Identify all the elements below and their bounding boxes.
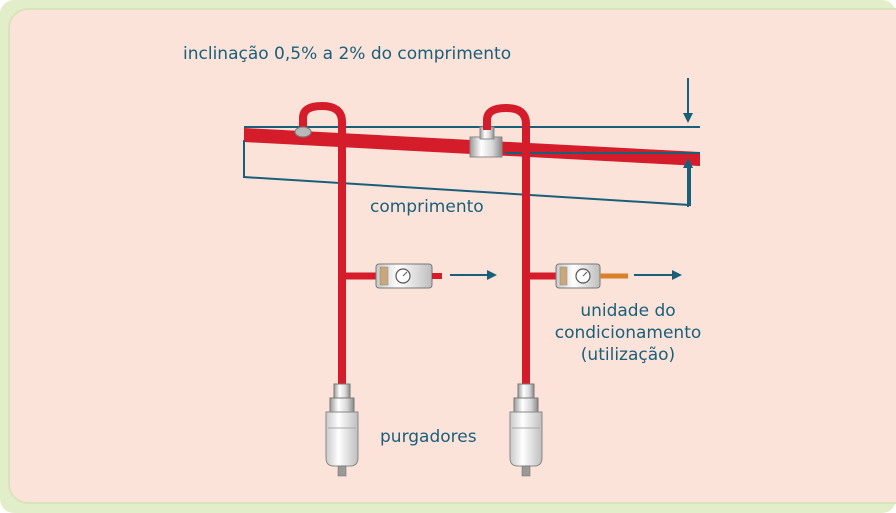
right-drain-trap <box>509 383 543 477</box>
left-branch-pipe <box>299 102 346 388</box>
left-conditioning-unit <box>375 263 433 289</box>
tee-fitting <box>469 136 503 158</box>
conditioning-unit-label-line2: condicionamento <box>554 323 702 343</box>
left-drain-trap <box>325 383 359 477</box>
conditioning-unit-label-line1: unidade do <box>580 301 676 321</box>
drains-label: purgadores <box>380 427 477 447</box>
diagram-panel <box>8 8 896 504</box>
length-bracket <box>243 140 691 207</box>
left-branch-collar <box>294 126 312 138</box>
right-branch-pipe <box>483 104 530 388</box>
conditioning-unit-label-line3: (utilização) <box>580 345 676 365</box>
conditioning-unit-label: unidade do condicionamento (utilização) <box>540 300 716 366</box>
right-conditioning-unit <box>555 263 601 289</box>
slope-label: inclinação 0,5% a 2% do comprimento <box>183 44 512 64</box>
length-label: comprimento <box>370 197 484 217</box>
